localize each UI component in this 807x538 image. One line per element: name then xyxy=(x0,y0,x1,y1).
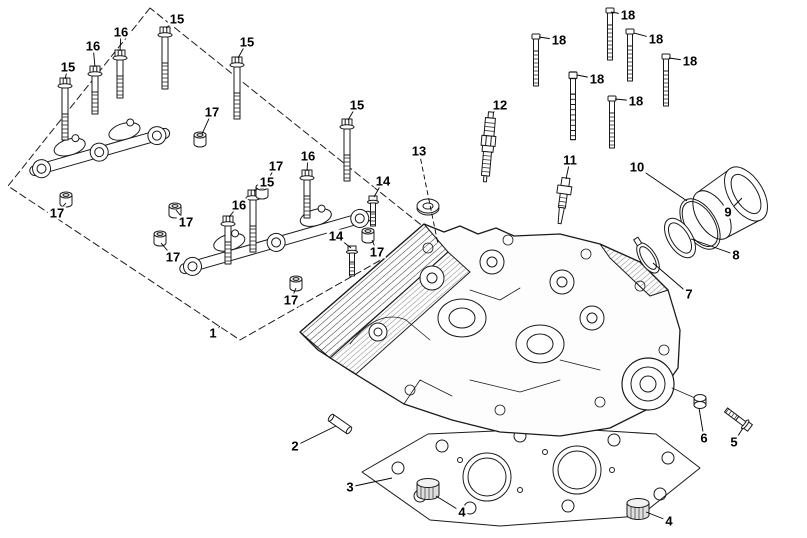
flange-bolt-15 xyxy=(229,56,245,120)
stud-bolt-18 xyxy=(607,95,617,149)
part-label-16: 16 xyxy=(298,148,318,164)
head-gasket-drawing xyxy=(361,427,701,527)
washer-drawing xyxy=(671,387,707,409)
part-label-16: 16 xyxy=(111,24,131,40)
part-label-17: 17 xyxy=(47,205,67,221)
part-label-15: 15 xyxy=(167,11,187,27)
valve-tappet-17 xyxy=(153,230,167,247)
clamp-band-7 xyxy=(633,236,660,274)
spark-plug-drawing xyxy=(480,111,497,183)
valve-tappet-17 xyxy=(193,131,207,148)
flange-bolt-16 xyxy=(87,65,103,115)
part-label-6: 6 xyxy=(698,430,710,446)
part-label-17: 17 xyxy=(281,292,301,308)
assembly-1-boundary xyxy=(7,7,431,341)
part-label-17: 17 xyxy=(367,244,387,260)
part-label-18: 18 xyxy=(587,71,607,87)
mount-bolt-5 xyxy=(722,405,754,433)
part-label-18: 18 xyxy=(680,53,700,69)
stud-bolt-18 xyxy=(625,28,635,82)
temp-sensor-drawing xyxy=(556,176,573,225)
part-label-15: 15 xyxy=(58,59,78,75)
flange-bolt-16 xyxy=(112,49,128,99)
part-label-18: 18 xyxy=(646,31,666,47)
part-label-16: 16 xyxy=(229,197,249,213)
rubber-mount-4 xyxy=(416,478,440,500)
part-label-10: 10 xyxy=(627,159,647,175)
part-label-12: 12 xyxy=(490,97,510,113)
stud-bolt-18 xyxy=(661,53,671,107)
part-label-4: 4 xyxy=(663,513,675,529)
stud-bolt-18 xyxy=(531,33,541,87)
part-label-18: 18 xyxy=(549,32,569,48)
part-label-11: 11 xyxy=(561,152,579,168)
part-label-4: 4 xyxy=(456,504,468,520)
flange-bolt-14 xyxy=(346,245,358,277)
grommet-drawing xyxy=(416,198,440,216)
part-label-3: 3 xyxy=(344,479,356,495)
part-label-9: 9 xyxy=(722,204,734,220)
part-label-17: 17 xyxy=(163,249,183,265)
part-label-13: 13 xyxy=(409,143,429,159)
part-label-16: 16 xyxy=(83,38,103,54)
part-label-15: 15 xyxy=(257,174,277,190)
part-label-17: 17 xyxy=(266,158,286,174)
leader-line-2-32 xyxy=(294,425,337,447)
part-label-5: 5 xyxy=(728,434,740,450)
part-label-17: 17 xyxy=(176,214,196,230)
leader-line-8-29 xyxy=(690,238,737,256)
leader-line-3-33 xyxy=(349,477,393,488)
part-label-14: 14 xyxy=(326,228,346,244)
intake-boot-assembly xyxy=(633,166,768,274)
stud-bolt-18 xyxy=(605,7,615,61)
rocker-arm-assembly-upper xyxy=(29,118,171,179)
flange-bolt-15 xyxy=(57,77,73,141)
part-label-7: 7 xyxy=(683,286,695,302)
intake-pipe-9 xyxy=(724,166,768,222)
flange-bolt-15 xyxy=(157,26,173,90)
rubber-mount-4 xyxy=(626,498,650,520)
leader-line-7-30 xyxy=(652,262,690,295)
part-label-18: 18 xyxy=(618,7,638,23)
part-label-15: 15 xyxy=(237,34,257,50)
dowel-pin-drawing xyxy=(327,413,353,435)
cylinder-head-drawing xyxy=(299,223,681,437)
stud-bolt-18 xyxy=(568,71,578,141)
boot-ring-8 xyxy=(664,217,696,259)
part-label-8: 8 xyxy=(730,247,742,263)
flange-bolt-14 xyxy=(367,195,379,227)
flange-bolt-15 xyxy=(339,118,355,182)
part-label-2: 2 xyxy=(289,438,301,454)
part-label-1: 1 xyxy=(207,325,219,341)
part-label-17: 17 xyxy=(202,104,222,120)
part-label-18: 18 xyxy=(626,93,646,109)
part-label-15: 15 xyxy=(347,97,367,113)
part-label-14: 14 xyxy=(373,173,393,189)
